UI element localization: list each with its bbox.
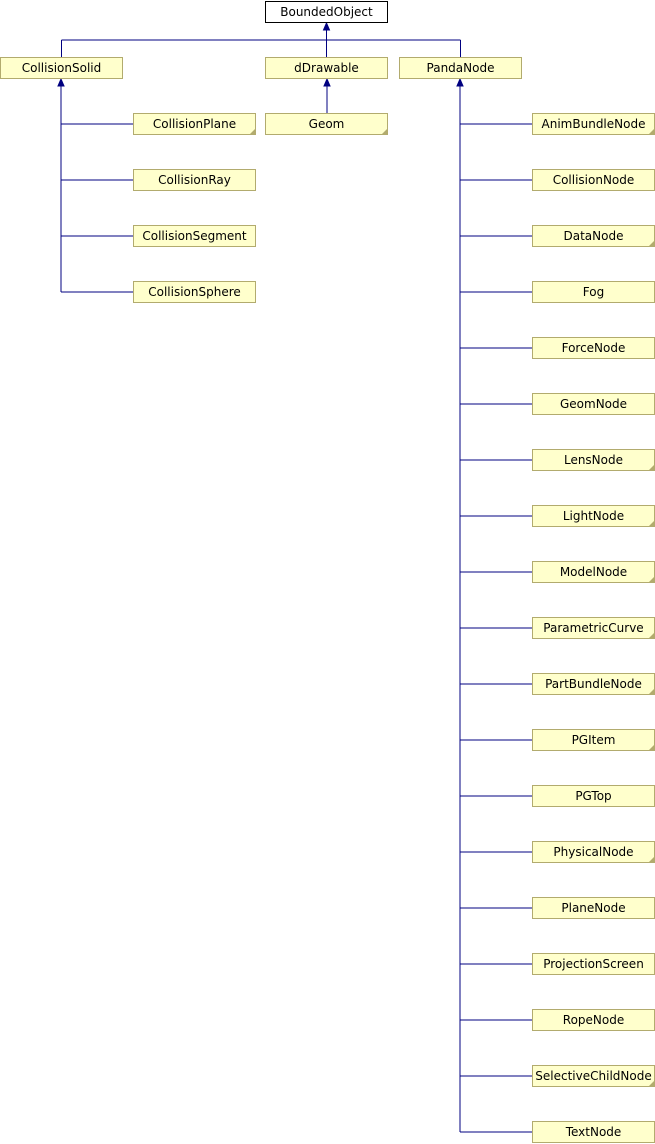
node-collisionsolid[interactable]: CollisionSolid xyxy=(0,57,123,79)
arrow-ddrawable xyxy=(323,77,331,87)
node-pandanode[interactable]: PandaNode xyxy=(399,57,522,79)
node-collision-plane[interactable]: CollisionPlane xyxy=(133,113,256,135)
node-plane-node[interactable]: PlaneNode xyxy=(532,897,655,919)
node-part-bundle-node[interactable]: PartBundleNode xyxy=(532,673,655,695)
node-model-node[interactable]: ModelNode xyxy=(532,561,655,583)
node-collision-sphere[interactable]: CollisionSphere xyxy=(133,281,256,303)
node-boundedobject[interactable]: BoundedObject xyxy=(265,1,388,23)
node-pgtop[interactable]: PGTop xyxy=(532,785,655,807)
node-ddrawable[interactable]: dDrawable xyxy=(265,57,388,79)
node-geom[interactable]: Geom xyxy=(265,113,388,135)
node-lens-node[interactable]: LensNode xyxy=(532,449,655,471)
node-collision-node[interactable]: CollisionNode xyxy=(532,169,655,191)
node-collision-ray[interactable]: CollisionRay xyxy=(133,169,256,191)
node-pgitem[interactable]: PGItem xyxy=(532,729,655,751)
node-parametric-curve[interactable]: ParametricCurve xyxy=(532,617,655,639)
node-data-node[interactable]: DataNode xyxy=(532,225,655,247)
arrow-pandanode xyxy=(456,77,464,87)
node-geom-node[interactable]: GeomNode xyxy=(532,393,655,415)
node-collision-segment[interactable]: CollisionSegment xyxy=(133,225,256,247)
arrow-root xyxy=(322,21,331,31)
node-physical-node[interactable]: PhysicalNode xyxy=(532,841,655,863)
node-fog[interactable]: Fog xyxy=(532,281,655,303)
node-projection-screen[interactable]: ProjectionScreen xyxy=(532,953,655,975)
node-light-node[interactable]: LightNode xyxy=(532,505,655,527)
node-selective-child-node[interactable]: SelectiveChildNode xyxy=(532,1065,655,1087)
node-anim-bundle-node[interactable]: AnimBundleNode xyxy=(532,113,655,135)
node-text-node[interactable]: TextNode xyxy=(532,1121,655,1143)
node-rope-node[interactable]: RopeNode xyxy=(532,1009,655,1031)
node-force-node[interactable]: ForceNode xyxy=(532,337,655,359)
arrow-collisionsolid xyxy=(57,77,65,87)
